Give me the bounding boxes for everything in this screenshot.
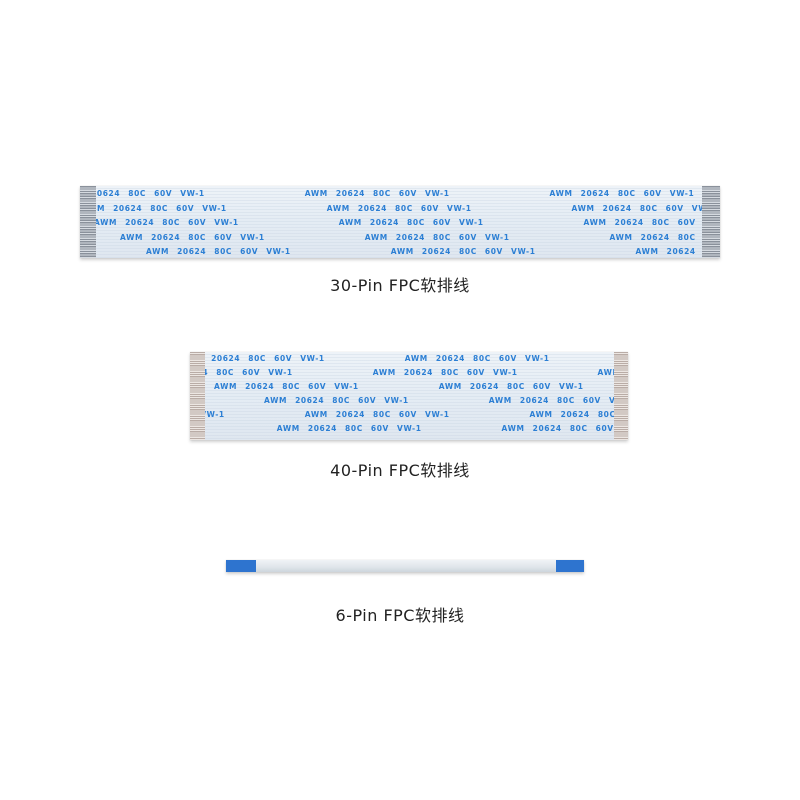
fpc-40-pin-label: 40-Pin FPC软排线 xyxy=(330,461,470,480)
right-contact-pins xyxy=(614,352,628,440)
marking-text: AWM 20624 80C 60V VW-1 xyxy=(438,382,584,391)
left-blue-stiffener-tab xyxy=(226,560,256,572)
marking-text: AWM 20624 80C 60V VW-1 xyxy=(372,368,518,377)
marking-text: AWM 20624 80C 60V VW-1 xyxy=(338,218,484,227)
marking-row: AWM 20624 80C 60V VW-1 AWM 20624 80C 60V … xyxy=(190,354,628,363)
marking-text: AWM 20624 80C 60V VW-1 xyxy=(501,424,628,433)
fpc-6-pin-cable xyxy=(226,560,584,572)
cable-conductor-stripes xyxy=(190,352,628,440)
fpc-6-pin-label: 6-Pin FPC软排线 xyxy=(335,606,465,625)
marking-text: AWM 20624 80C 60V VW-1 xyxy=(326,203,472,213)
marking-row: AWM 20624 80C 60V VW-1 AWM 20624 80C 60V … xyxy=(94,218,720,227)
marking-text: AWM 20624 80C 60V VW-1 xyxy=(120,232,265,242)
marking-text: AWM 20624 80C 60V VW-1 xyxy=(609,232,720,242)
marking-text: AWM 20624 80C 60V VW-1 xyxy=(529,410,628,419)
marking-text: AWM 20624 80C 60V VW-1 xyxy=(583,218,720,227)
marking-row: AWM 20624 80C 60V VW-1 AWM 20624 80C 60V … xyxy=(264,396,628,405)
marking-text: AWM 20624 80C 60V VW-1 xyxy=(635,247,720,256)
right-blue-stiffener-tab xyxy=(556,560,584,572)
left-contact-pins xyxy=(80,186,96,258)
marking-text: AWM 20624 80C 60V VW-1 xyxy=(390,247,536,256)
marking-row: AWM 20624 80C 60V VW-1 AWM 20624 80C 60V … xyxy=(120,233,720,242)
marking-row: AWM 20624 80C 60V VW-1 AWM 20624 80C 60V … xyxy=(82,204,720,213)
marking-text: AWM 20624 80C 60V VW-1 xyxy=(549,189,695,198)
marking-text: AWM 20624 80C 60V VW-1 xyxy=(190,410,225,419)
marking-text: AWM 20624 80C 60V VW-1 xyxy=(94,218,239,227)
marking-text: AWM 20624 80C 60V VW-1 xyxy=(214,382,359,391)
marking-row: AWM 20624 80C 60V VW-1 AWM 20624 80C 60V … xyxy=(190,368,628,377)
marking-row: AWM 20624 80C 60V VW-1 AWM 20624 80C 60V … xyxy=(190,410,628,419)
marking-text: AWM 20624 80C 60V VW-1 xyxy=(82,203,227,213)
marking-text: AWM 20624 80C 60V VW-1 xyxy=(276,424,422,433)
marking-text: AWM 20624 80C 60V VW-1 xyxy=(364,232,510,242)
marking-text: AWM 20624 80C 60V VW-1 xyxy=(304,410,450,419)
marking-text: AWM 20624 80C 60V VW-1 xyxy=(488,396,628,405)
left-contact-pins xyxy=(190,352,205,440)
marking-row: AWM 20624 80C 60V VW-1 AWM 20624 80C 60V … xyxy=(146,247,720,256)
fpc-30-pin-label: 30-Pin FPC软排线 xyxy=(330,276,470,295)
marking-text: AWM 20624 80C 60V VW-1 xyxy=(190,354,325,363)
cable-conductor-stripes xyxy=(80,186,720,258)
marking-text: AWM 20624 80C 60V VW-1 xyxy=(304,189,450,198)
marking-row: AWM 20624 80C 60V VW-1 AWM 20624 80C 60V … xyxy=(214,382,628,391)
right-contact-pins xyxy=(702,186,720,258)
marking-text: AWM 20624 80C 60V VW-1 xyxy=(190,368,293,377)
marking-text: AWM 20624 80C 60V VW-1 xyxy=(146,247,291,256)
marking-row: AWM 20624 80C 60V VW-1 AWM 20624 80C 60V … xyxy=(80,189,720,198)
marking-text: AWM 20624 80C 60V VW-1 xyxy=(264,396,409,405)
marking-text: AWM 20624 80C 60V VW-1 xyxy=(571,203,717,213)
marking-row: AWM 20624 80C 60V VW-1 AWM 20624 80C 60V … xyxy=(190,424,628,433)
marking-text: AWM 20624 80C 60V VW-1 xyxy=(404,354,550,363)
marking-text: AWM 20624 80C 60V VW-1 xyxy=(80,189,205,198)
marking-text: AWM 20624 80C 60V VW-1 xyxy=(597,368,628,377)
